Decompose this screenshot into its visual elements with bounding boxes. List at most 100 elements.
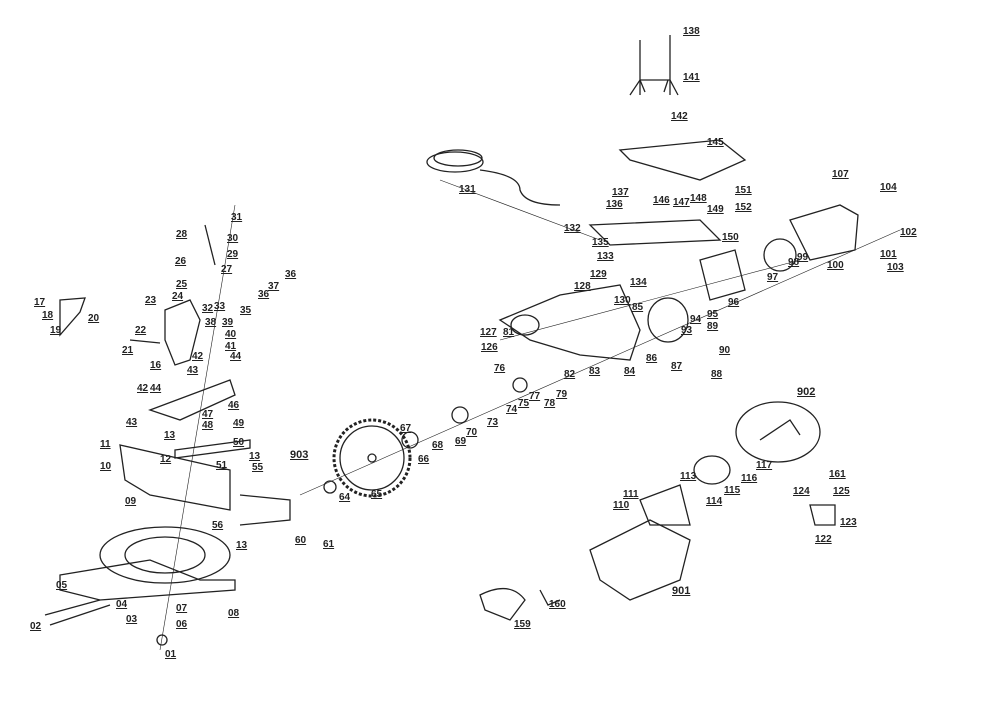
part-number-label: 12 [160,454,172,465]
part-number-label: 146 [653,195,670,206]
part-number-label: 70 [466,427,478,438]
part-number-label: 129 [590,269,607,280]
part-number-label: 47 [202,409,214,420]
part-number-label: 89 [707,321,719,332]
part-number-label: 13 [164,430,176,441]
part-number-label: 132 [564,223,581,234]
part-number-label: 124 [793,486,810,497]
part-number-label: 50 [233,437,245,448]
part-number-label: 65 [371,489,383,500]
part-number-label: 36 [285,269,297,280]
handle-part [618,35,747,181]
part-number-label: 101 [880,249,897,260]
part-number-label: 901 [672,585,691,597]
part-number-label: 24 [172,291,184,302]
part-number-label: 114 [706,496,723,507]
part-number-label: 29 [227,249,239,260]
part-number-label: 84 [624,366,636,377]
part-number-label: 903 [290,449,309,461]
saw-blade [332,418,412,498]
part-number-label: 76 [494,363,506,374]
part-number-label: 17 [34,297,46,308]
part-number-label: 115 [724,485,741,496]
part-number-label: 66 [418,454,430,465]
part-number-label: 39 [222,317,234,328]
part-number-label: 134 [630,277,647,288]
part-number-label: 67 [400,423,412,434]
part-number-label: 117 [756,460,773,471]
part-number-label: 123 [840,517,857,528]
part-number-label: 86 [646,353,658,364]
part-number-label: 69 [455,436,467,447]
part-number-label: 87 [671,361,683,372]
lower-guard [589,455,731,601]
part-number-label: 137 [612,187,629,198]
part-number-label: 150 [722,232,739,243]
part-number-label: 127 [480,327,497,338]
part-number-label: 82 [564,369,576,380]
part-number-label: 21 [122,345,134,356]
part-number-label: 73 [487,417,499,428]
part-number-label: 44 [150,383,162,394]
part-number-label: 122 [815,534,832,545]
motor-housing [699,204,859,301]
fence [148,379,251,459]
part-number-label: 77 [529,391,541,402]
part-number-label: 46 [228,400,240,411]
part-number-label: 95 [707,309,719,320]
part-number-label: 10 [100,461,112,472]
part-number-label: 05 [56,580,68,591]
part-number-label: 33 [214,301,226,312]
part-number-label: 111 [623,489,639,500]
part-number-label: 142 [671,111,688,122]
part-number-label: 28 [176,229,188,240]
detail-circle-902 [735,401,821,463]
part-number-label: 19 [50,325,62,336]
part-number-label: 83 [589,366,601,377]
part-number-label: 51 [216,460,228,471]
part-number-label: 02 [30,621,42,632]
part-number-label: 133 [597,251,614,262]
part-number-label: 38 [205,317,217,328]
part-number-label: 147 [673,197,690,208]
part-number-label: 135 [592,237,609,248]
part-number-label: 151 [735,185,752,196]
part-number-label: 64 [339,492,351,503]
blade-guard-upper [498,284,689,361]
part-number-label: 81 [503,327,515,338]
part-number-label: 22 [135,325,147,336]
part-number-label: 75 [518,398,530,409]
part-number-label: 01 [165,649,177,660]
part-number-label: 40 [225,329,237,340]
part-number-label: 06 [176,619,188,630]
part-number-label: 74 [506,404,518,415]
part-number-label: 11 [100,439,111,450]
part-number-label: 99 [797,252,809,263]
turntable [44,444,291,626]
part-number-label: 35 [240,305,252,316]
part-number-label: 125 [833,486,850,497]
part-number-label: 43 [126,417,138,428]
part-number-label: 100 [827,260,844,271]
part-number-label: 18 [42,310,54,321]
part-number-label: 42 [192,351,204,362]
part-number-label: 56 [212,520,224,531]
part-number-label: 43 [187,365,199,376]
part-number-label: 149 [707,204,724,215]
part-number-label: 20 [88,313,100,324]
part-number-label: 13 [236,540,248,551]
part-number-label: 60 [295,535,307,546]
part-number-label: 130 [614,295,631,306]
part-number-label: 88 [711,369,723,380]
part-number-label: 97 [767,272,779,283]
part-number-label: 41 [225,341,237,352]
flanges [323,377,528,494]
part-number-label: 102 [900,227,917,238]
part-number-label: 32 [202,303,214,314]
part-number-label: 152 [735,202,752,213]
part-number-label: 110 [613,500,630,511]
part-number-label: 16 [150,360,162,371]
part-number-label: 138 [683,26,700,37]
